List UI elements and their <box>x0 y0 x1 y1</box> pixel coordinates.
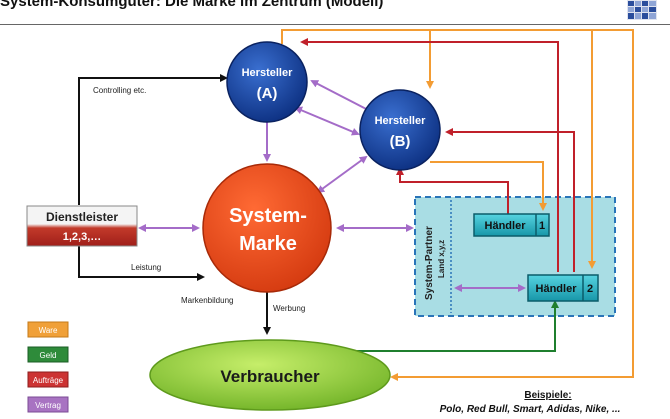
hersteller-a-label: Hersteller <box>242 67 293 79</box>
ware-flows <box>281 29 634 381</box>
dienstleister-node: Dienstleister 1,2,3,… <box>26 205 138 247</box>
markenbildung-label: Markenbildung <box>181 296 233 305</box>
legend-label-ware: Ware <box>39 326 58 335</box>
haendler-2-node: Händler 2 <box>527 274 599 302</box>
hersteller-b-tag: (B) <box>390 133 411 150</box>
legend-swatch-geld <box>27 346 69 363</box>
system-partner-subtitle: Land x,y,z <box>437 240 446 278</box>
hersteller-b-node: Hersteller (B) <box>359 89 441 171</box>
legend-label-vertrag: Vertrag <box>35 401 61 410</box>
system-marke-line2: Marke <box>239 233 297 255</box>
geld-flow <box>350 300 559 352</box>
legend-label-auftraege: Aufträge <box>33 376 64 385</box>
system-marke-line1: System- <box>229 205 307 227</box>
page-title: System-Konsumgüter: Die Marke im Zentrum… <box>0 0 384 10</box>
leistung-arrow <box>78 245 205 281</box>
haendler-1-number: 1 <box>539 220 545 232</box>
verbraucher-node: Verbraucher <box>149 339 391 411</box>
examples-text: Polo, Red Bull, Smart, Adidas, Nike, ... <box>440 404 621 415</box>
system-partner-title: System-Partner <box>424 226 435 300</box>
hersteller-b-label: Hersteller <box>375 115 426 127</box>
legend: Ware Geld Aufträge Vertrag <box>27 321 69 413</box>
legend-swatch-auftraege <box>27 371 69 388</box>
header-banner: System-Konsumgüter: Die Marke im Zentrum… <box>0 0 670 22</box>
haendler-2-label: Händler <box>536 283 578 295</box>
dienstleister-line2: 1,2,3,… <box>63 231 102 243</box>
haendler-2-number: 2 <box>587 283 593 295</box>
legend-swatch-ware <box>27 321 69 338</box>
dienstleister-line1: Dienstleister <box>46 210 118 224</box>
legend-label-geld: Geld <box>40 351 57 360</box>
hersteller-a-tag: (A) <box>257 85 278 102</box>
verbraucher-label: Verbraucher <box>220 367 320 386</box>
system-marke-node: System- Marke <box>202 163 332 293</box>
hersteller-a-node: Hersteller (A) <box>226 41 308 123</box>
auftraege-flows <box>300 38 575 272</box>
grid-logo-icon <box>627 0 657 20</box>
haendler-1-label: Händler <box>485 220 527 232</box>
header-divider <box>0 24 670 25</box>
legend-swatch-vertrag <box>27 396 69 413</box>
leistung-label: Leistung <box>131 263 161 272</box>
controlling-arrow <box>78 74 228 205</box>
controlling-label: Controlling etc. <box>93 86 146 95</box>
haendler-1-node: Händler 1 <box>473 213 550 237</box>
werbung-label: Werbung <box>273 304 305 313</box>
examples-heading: Beispiele: <box>524 390 571 401</box>
